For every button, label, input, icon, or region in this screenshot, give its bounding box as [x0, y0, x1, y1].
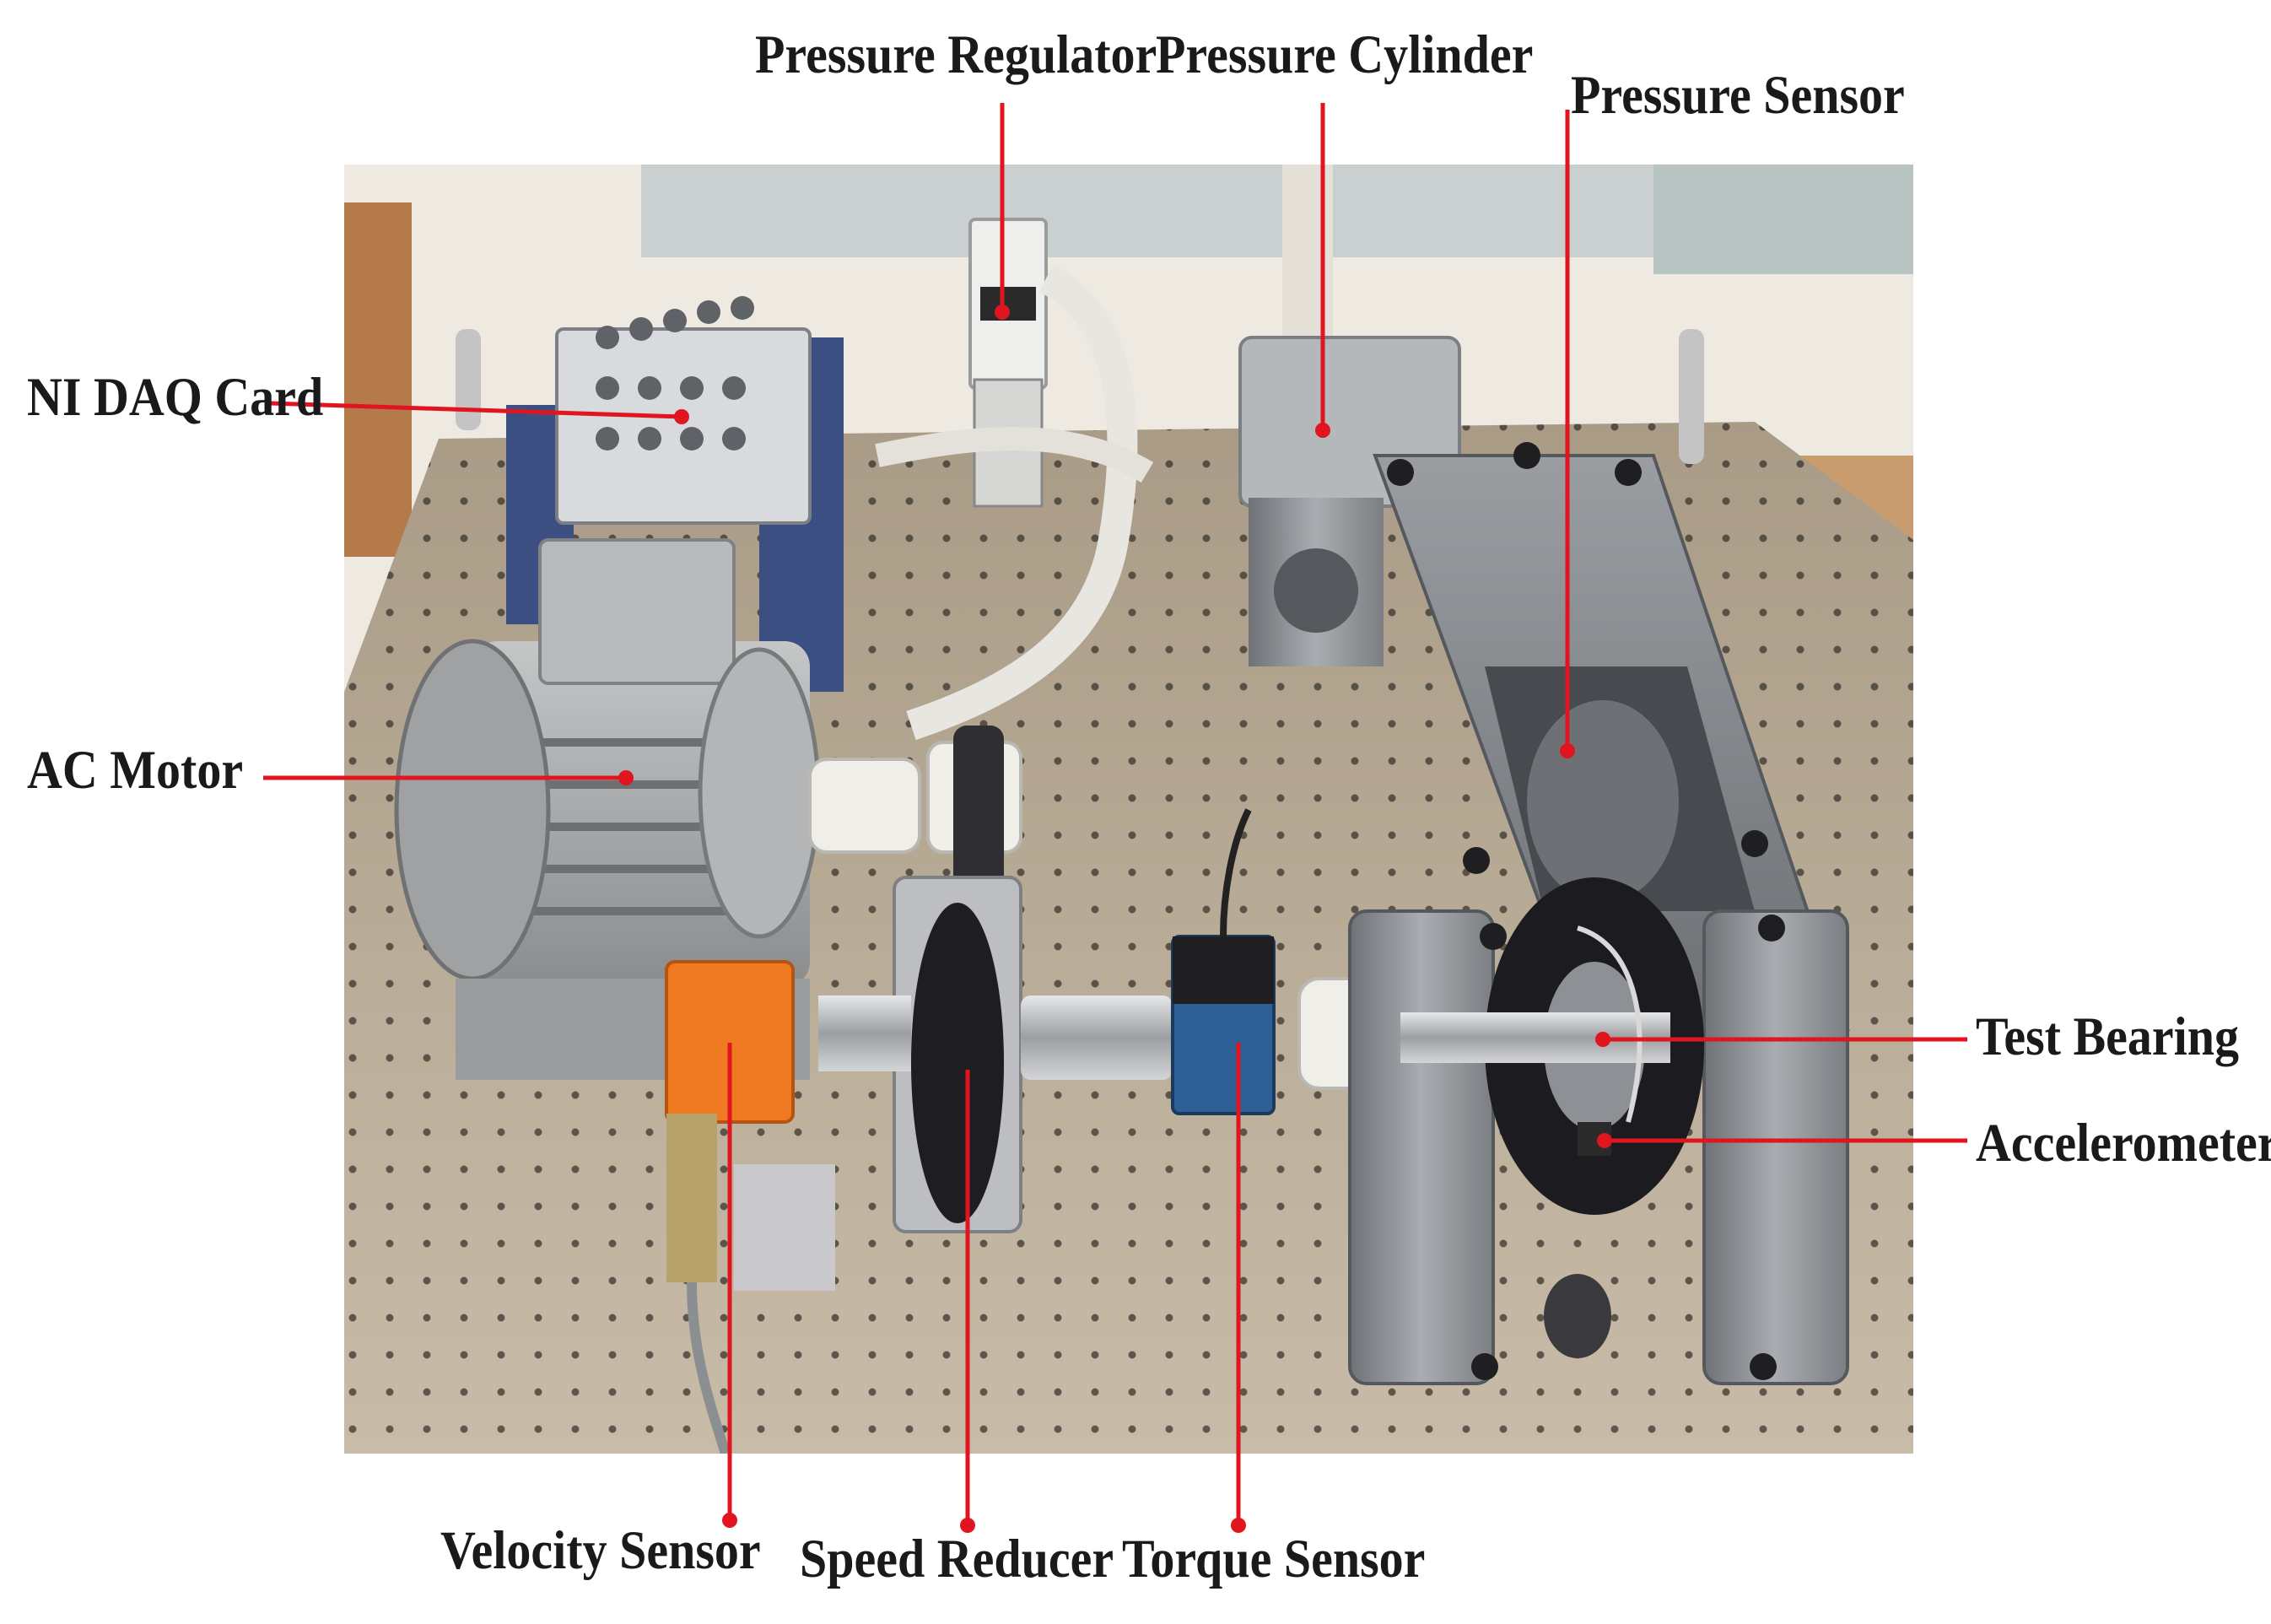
flexible-coupling: [808, 758, 921, 854]
encoder-connector: [666, 1114, 717, 1282]
input-shaft: [818, 995, 911, 1071]
photo-content: [344, 165, 1913, 1454]
motor-terminal-box: [538, 538, 736, 685]
wooden-shelf: [344, 202, 412, 557]
frame-bolts: [1387, 442, 1785, 1380]
leader-pressure-regulator-dot: [995, 305, 1010, 320]
air-hose-2: [875, 427, 1154, 483]
label-speed-reducer: Speed Reducer: [800, 1527, 1114, 1589]
lift-pin-right: [1679, 329, 1704, 464]
leader-torque-sensor-dot: [1231, 1518, 1246, 1533]
leader-pressure-sensor-dot: [1560, 743, 1575, 758]
encoder-cable: [687, 1281, 731, 1454]
leader-ac-motor-dot: [618, 770, 634, 785]
shaft-coupling: [1021, 995, 1173, 1080]
label-accelerometer: Accelerometer: [1976, 1111, 2271, 1173]
lift-pin-left: [456, 329, 481, 430]
accelerometer-cable: [1577, 925, 1643, 1123]
leader-test-bearing-dot: [1595, 1032, 1610, 1047]
torque-sensor-top: [1173, 936, 1274, 1004]
label-test-bearing: Test Bearing: [1976, 1005, 2240, 1067]
label-pressure-cylinder: Pressure Cylinder: [1156, 23, 1534, 85]
ni-daq-box: [555, 327, 812, 525]
label-torque-sensor: Torque Sensor: [1122, 1527, 1426, 1589]
encoder-mount: [734, 1164, 835, 1291]
daq-connectors: [596, 296, 754, 451]
spare-bearing: [1544, 1274, 1611, 1358]
leader-pressure-cylinder-dot: [1315, 423, 1330, 438]
label-ac-motor: AC Motor: [27, 738, 244, 801]
torque-cable: [1220, 808, 1252, 937]
motor-flange: [698, 647, 821, 939]
label-pressure-sensor: Pressure Sensor: [1571, 63, 1905, 126]
leader-accelerometer-dot: [1597, 1133, 1612, 1148]
leader-lines: [263, 103, 1967, 1533]
label-pressure-regulator: Pressure Regulator: [755, 23, 1157, 85]
speed-reducer-pulley: [911, 903, 1004, 1223]
leader-velocity-sensor-dot: [722, 1513, 737, 1528]
pressure-sensor-roller: [1527, 700, 1679, 903]
leader-ni-daq-card-dot: [674, 409, 689, 424]
leader-ni-daq-card: [269, 401, 682, 419]
cylinder-piston: [1274, 548, 1358, 633]
bearing-housing-left: [1348, 909, 1495, 1385]
window-right: [1653, 165, 1913, 274]
motor-fan-cover: [394, 639, 551, 981]
bearing-housing-right: [1702, 909, 1849, 1385]
air-hose: [906, 264, 1138, 741]
label-velocity-sensor: Velocity Sensor: [440, 1519, 761, 1581]
leader-speed-reducer-dot: [960, 1518, 975, 1533]
label-ni-daq-card: NI DAQ Card: [27, 365, 324, 428]
